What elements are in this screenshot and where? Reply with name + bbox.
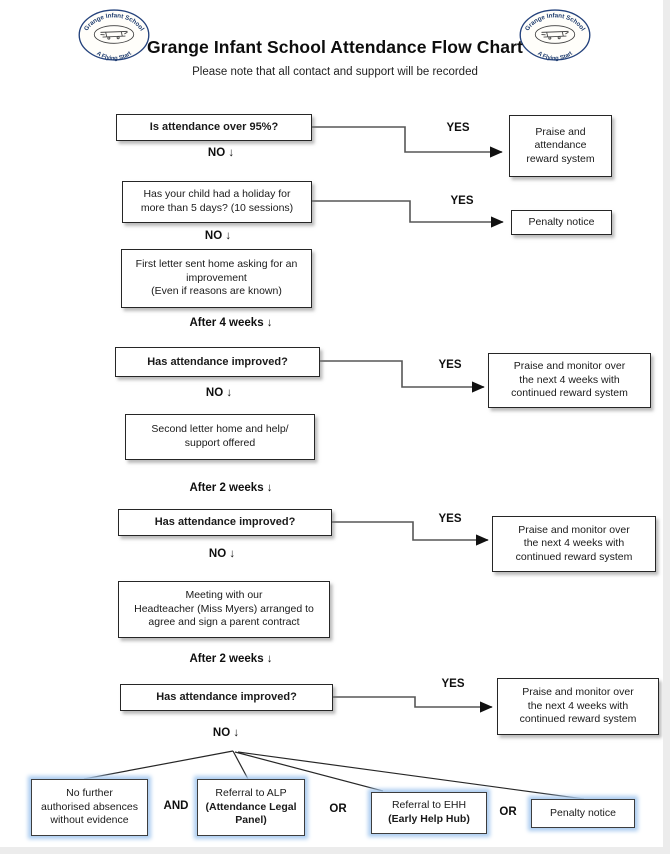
label-or-2: OR [499, 806, 517, 818]
label-and: AND [163, 800, 189, 812]
node-penalty-notice-final: Penalty notice [531, 799, 635, 828]
node-praise-monitor-1: Praise and monitor over the next 4 weeks… [488, 353, 651, 408]
node-praise-monitor-2: Praise and monitor over the next 4 weeks… [492, 516, 656, 572]
referral-ehh-detail: (Early Help Hub) [388, 813, 470, 825]
node-attendance-improved-2: Has attendance improved? [118, 509, 332, 536]
node-attendance-over-95: Is attendance over 95%? [116, 114, 312, 141]
page-edge-bottom [0, 847, 670, 854]
node-holiday-question: Has your child had a holiday for more th… [122, 181, 312, 223]
label-no-5: NO ↓ [212, 727, 240, 739]
node-headteacher-meeting: Meeting with our Headteacher (Miss Myers… [118, 581, 330, 638]
label-yes-1: YES [446, 122, 470, 134]
page-subtitle: Please note that all contact and support… [192, 66, 478, 78]
label-after-2-weeks-1: After 2 weeks ↓ [189, 482, 273, 494]
referral-alp-detail: (Attendance Legal Panel) [205, 800, 297, 827]
label-no-3: NO ↓ [205, 387, 233, 399]
node-referral-ehh: Referral to EHH (Early Help Hub) [371, 792, 487, 834]
node-second-letter: Second letter home and help/ support off… [125, 414, 315, 460]
node-attendance-improved-3: Has attendance improved? [120, 684, 333, 711]
label-or-1: OR [329, 803, 347, 815]
node-attendance-improved-1: Has attendance improved? [115, 347, 320, 377]
label-no-2: NO ↓ [204, 230, 232, 242]
label-yes-5: YES [441, 678, 465, 690]
logo-arc-bottom-text: A Flying Start [95, 51, 133, 62]
label-no-4: NO ↓ [208, 548, 236, 560]
node-first-letter: First letter sent home asking for an imp… [121, 249, 312, 308]
svg-text:A Flying Start: A Flying Start [95, 51, 133, 62]
node-praise-reward: Praise and attendance reward system [509, 115, 612, 177]
node-no-further-absences: No further authorised absences without e… [31, 779, 148, 836]
svg-text:A Flying Start: A Flying Start [536, 51, 574, 62]
node-penalty-notice: Penalty notice [511, 210, 612, 235]
school-logo-icon: Grange Infant School A Flying Start [519, 9, 591, 62]
school-logo-icon: Grange Infant School A Flying Start [78, 9, 150, 62]
label-yes-3: YES [438, 359, 462, 371]
page-edge-right [663, 0, 670, 854]
biplane-icon [541, 30, 569, 40]
node-praise-monitor-3: Praise and monitor over the next 4 weeks… [497, 678, 659, 735]
page-title: Grange Infant School Attendance Flow Cha… [147, 37, 523, 57]
logo-arc-bottom-text: A Flying Start [536, 51, 574, 62]
node-referral-alp: Referral to ALP (Attendance Legal Panel) [197, 779, 305, 836]
label-yes-2: YES [450, 195, 474, 207]
label-no-1: NO ↓ [207, 147, 235, 159]
label-after-4-weeks: After 4 weeks ↓ [189, 317, 273, 329]
biplane-icon [100, 30, 128, 40]
label-yes-4: YES [438, 513, 462, 525]
label-after-2-weeks-2: After 2 weeks ↓ [189, 653, 273, 665]
